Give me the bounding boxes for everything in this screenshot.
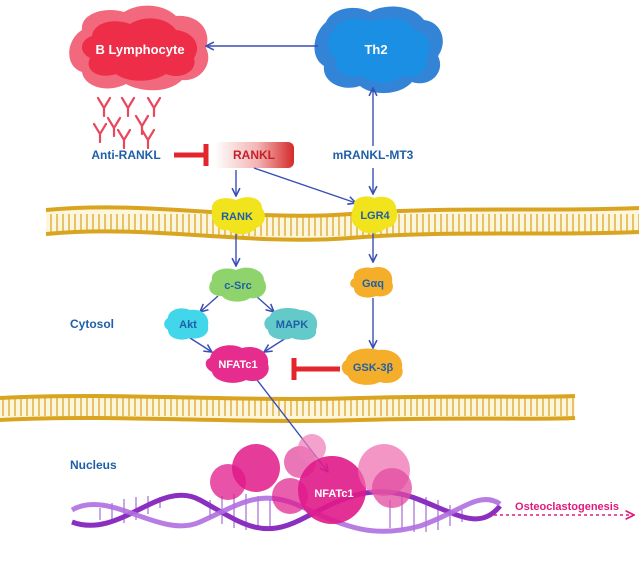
inhibit-gsk3b — [291, 358, 340, 380]
g-alpha-q-node: Gαq — [350, 266, 393, 298]
akt-node: Akt — [164, 308, 209, 340]
lgr4-node: LGR4 — [351, 196, 398, 234]
rank-label: RANK — [221, 211, 253, 223]
rankl-node: RANKL — [214, 142, 294, 168]
akt-label: Akt — [179, 319, 197, 331]
nfatc1-nucleus-cluster: NFATc1 — [210, 434, 412, 524]
c-src-label: c-Src — [224, 280, 252, 292]
rankl-label: RANKL — [233, 148, 275, 162]
osteoclastogenesis-label: Osteoclastogenesis — [515, 501, 619, 513]
cell-membrane — [45, 205, 639, 242]
g-alpha-q-label: Gαq — [362, 278, 384, 290]
th2-cell: Th2 — [314, 6, 443, 94]
b-lymphocyte-label: B Lymphocyte — [95, 42, 184, 57]
rank-node: RANK — [211, 197, 265, 235]
mapk-node: MAPK — [264, 308, 318, 340]
antibody-icon — [92, 96, 162, 150]
anti-rankl-label: Anti-RANKL — [91, 148, 160, 162]
mapk-label: MAPK — [276, 319, 308, 331]
gsk3b-node: GSK-3β — [341, 348, 403, 385]
inhibit-anti-rankl — [174, 144, 209, 166]
lgr4-label: LGR4 — [360, 210, 390, 222]
cytosol-label: Cytosol — [70, 317, 114, 331]
nucleus-label: Nucleus — [70, 458, 117, 472]
nfatc1-cytosol-label: NFATc1 — [218, 359, 257, 371]
b-lymphocyte-cell: B Lymphocyte — [69, 5, 209, 91]
gsk3b-label: GSK-3β — [353, 362, 394, 374]
nfatc1-cytosol-node: NFATc1 — [205, 345, 269, 383]
nuclear-membrane — [0, 394, 576, 423]
th2-label: Th2 — [364, 42, 387, 57]
c-src-node: c-Src — [209, 267, 267, 302]
mrankl-mt3-label: mRANKL-MT3 — [333, 148, 414, 162]
nfatc1-nucleus-label: NFATc1 — [314, 488, 353, 500]
